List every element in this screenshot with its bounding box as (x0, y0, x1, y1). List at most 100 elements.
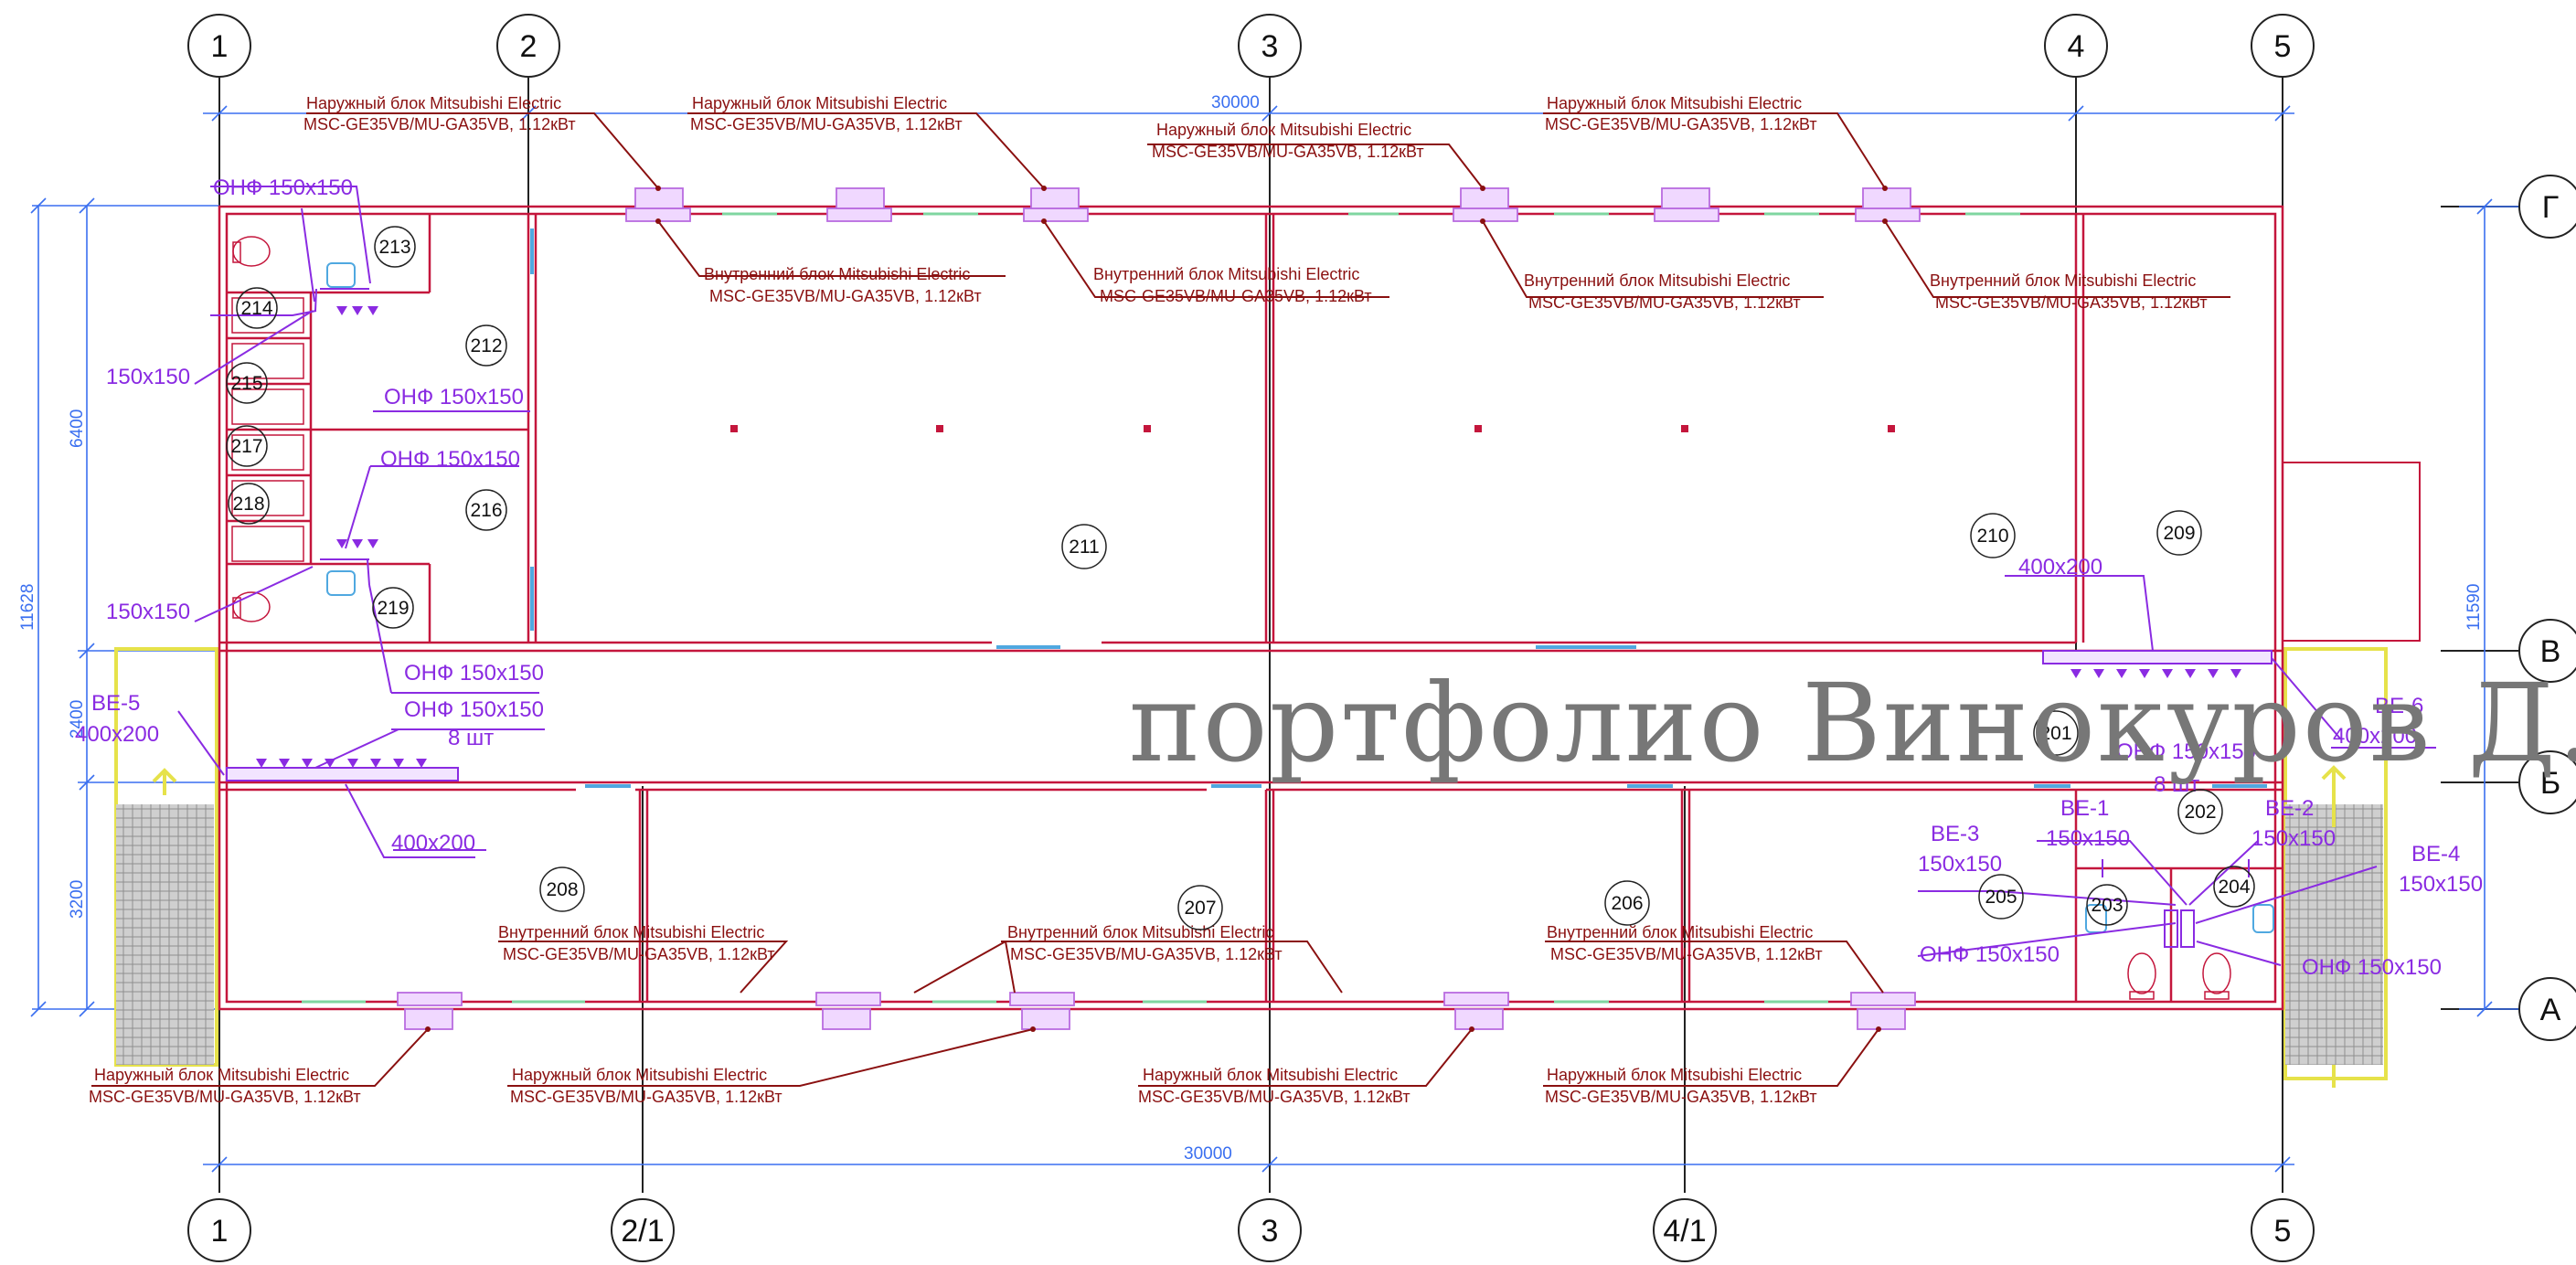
dim-left-total: 11628 (18, 584, 37, 631)
windows (302, 212, 2020, 1004)
ac-units (397, 187, 1921, 1030)
room-number: 213 (378, 237, 410, 258)
vent-be5: ВЕ-5 (91, 691, 140, 716)
ac-indoor-7-title: Внутренний блок Mitsubishi Electric (1547, 923, 1813, 941)
dim-left-upper: 6400 (68, 409, 87, 448)
ac-outdoor-6-title: Наружный блок Mitsubishi Electric (512, 1066, 767, 1084)
vent-duct-left-size: 400х200 (391, 831, 475, 856)
room-number: 202 (2184, 802, 2216, 823)
axis-label-bottom-4: 4/1 (1663, 1214, 1706, 1249)
axis-label-top-3: 3 (1261, 29, 1279, 64)
ac-indoor-6-title: Внутренний блок Mitsubishi Electric (1007, 923, 1273, 941)
vent-be2-size: 150х150 (2251, 826, 2336, 851)
ceiling-markers (730, 425, 1895, 432)
dim-right-total: 11590 (2464, 584, 2484, 631)
vent-onf-2: ОНФ 150х150 (384, 385, 524, 409)
vent-qty-2: 8 шт (2154, 772, 2199, 797)
vent-be3: ВЕ-3 (1931, 822, 1979, 846)
room-number: 206 (1611, 893, 1643, 914)
ac-indoor-1-model: MSC-GE35VB/MU-GA35VB, 1.12кВт (709, 287, 982, 305)
ac-outdoor-1-title: Наружный блок Mitsubishi Electric (306, 94, 561, 112)
ac-outdoor-7-model: MSC-GE35VB/MU-GA35VB, 1.12кВт (1138, 1088, 1410, 1106)
stair-left-arrow (152, 768, 177, 795)
ac-indoor-1-title: Внутренний блок Mitsubishi Electric (704, 265, 970, 283)
ac-outdoor-7-title: Наружный блок Mitsubishi Electric (1143, 1066, 1398, 1084)
vent-duct-right-size: 400х200 (2018, 555, 2102, 579)
room-number: 219 (377, 598, 409, 619)
room-number: 207 (1184, 898, 1216, 919)
ac-outdoor-5-title: Наружный блок Mitsubishi Electric (94, 1066, 349, 1084)
sinks (326, 262, 2274, 933)
ac-indoor-7-model: MSC-GE35VB/MU-GA35VB, 1.12кВт (1550, 945, 1823, 963)
room-number: 211 (1069, 537, 1099, 558)
axis-label-bottom-3: 3 (1261, 1214, 1279, 1249)
ac-indoor-5-model: MSC-GE35VB/MU-GA35VB, 1.12кВт (503, 945, 775, 963)
vent-be4: ВЕ-4 (2411, 842, 2460, 866)
dim-left-mid: 2400 (68, 700, 87, 739)
vent-be3-size: 150х150 (1918, 852, 2002, 877)
vent-onf-8: ОНФ 150х150 (2302, 955, 2442, 980)
vent-be5-size: 400х200 (75, 722, 159, 747)
doors (530, 229, 2267, 788)
room-number: 215 (230, 373, 262, 394)
axis-labels: 1 2 3 4 5 1 2/1 3 4/1 5 Г В Б А (211, 29, 2561, 1249)
vent-ducts (177, 186, 2436, 966)
ac-labels: Наружный блок Mitsubishi Electric MSC-GE… (89, 94, 2208, 1106)
ac-leaders (91, 112, 2230, 1087)
axis-label-top-1: 1 (211, 29, 229, 64)
ac-outdoor-3-title: Наружный блок Mitsubishi Electric (1156, 121, 1411, 139)
ac-outdoor-6-model: MSC-GE35VB/MU-GA35VB, 1.12кВт (510, 1088, 782, 1106)
vent-be6: ВЕ-6 (2375, 694, 2423, 718)
room-number: 201 (2039, 723, 2071, 744)
vent-size-2: 150х150 (106, 600, 190, 624)
stair-right-hatch (2285, 804, 2383, 1065)
axis-label-right-2: В (2540, 634, 2561, 669)
ac-indoor-2-title: Внутренний блок Mitsubishi Electric (1093, 265, 1359, 283)
vent-size-1: 150х150 (106, 365, 190, 389)
ac-outdoor-1-model: MSC-GE35VB/MU-GA35VB, 1.12кВт (303, 115, 576, 133)
ac-indoor-6-model: MSC-GE35VB/MU-GA35VB, 1.12кВт (1010, 945, 1283, 963)
ac-outdoor-5-model: MSC-GE35VB/MU-GA35VB, 1.12кВт (89, 1088, 361, 1106)
ac-outdoor-4-model: MSC-GE35VB/MU-GA35VB, 1.12кВт (1545, 115, 1817, 133)
ac-indoor-5-title: Внутренний блок Mitsubishi Electric (498, 923, 764, 941)
sanitary-fixtures (231, 236, 2231, 1000)
vent-onf-1: ОНФ 150х150 (213, 175, 353, 200)
room-number: 214 (240, 298, 272, 319)
dim-left-lower: 3200 (68, 880, 87, 919)
room-number: 216 (470, 500, 502, 521)
porch-outline (2282, 462, 2421, 642)
ac-indoor-3-title: Внутренний блок Mitsubishi Electric (1524, 271, 1790, 290)
ac-outdoor-3-model: MSC-GE35VB/MU-GA35VB, 1.12кВт (1152, 143, 1424, 161)
vent-onf-4: ОНФ 150х150 (404, 661, 544, 686)
axis-label-bottom-1: 1 (211, 1214, 229, 1249)
watermark: портфолио Винокуров Д.И (1129, 660, 2576, 786)
ac-outdoor-4-title: Наружный блок Mitsubishi Electric (1547, 94, 1802, 112)
vent-be1: ВЕ-1 (2060, 796, 2109, 821)
room-markers (226, 226, 2255, 930)
axis-label-bottom-2: 2/1 (621, 1214, 664, 1249)
axis-label-right-3: Б (2540, 766, 2560, 801)
room-number: 212 (470, 335, 502, 356)
vent-qty-1: 8 шт (448, 726, 494, 750)
axis-bubbles (187, 14, 2576, 1262)
stair-right-arrow (2321, 765, 2347, 1088)
ac-indoor-4-model: MSC-GE35VB/MU-GA35VB, 1.12кВт (1935, 293, 2208, 312)
ac-indoor-2-model: MSC-GE35VB/MU-GA35VB, 1.12кВт (1100, 287, 1372, 305)
ac-leader-arrows (425, 186, 1888, 1032)
vent-onf-6: ОНФ 150х150 (2116, 739, 2256, 764)
ac-outdoor-2-model: MSC-GE35VB/MU-GA35VB, 1.12кВт (690, 115, 963, 133)
axis-label-top-2: 2 (520, 29, 538, 64)
axis-label-right-1: Г (2542, 190, 2559, 225)
dim-bottom: 30000 (1184, 1144, 1232, 1164)
vent-onf-3: ОНФ 150х150 (380, 447, 520, 472)
axis-label-top-5: 5 (2274, 29, 2292, 64)
vent-onf-5: ОНФ 150х150 (404, 697, 544, 722)
diffusers (256, 306, 2241, 768)
vent-be6-size: 400х200 (2333, 724, 2417, 749)
dim-top: 30000 (1211, 93, 1260, 112)
room-number: 204 (2218, 877, 2250, 898)
axis-label-right-4: А (2540, 993, 2561, 1027)
walls (218, 205, 2284, 1011)
ac-indoor-3-model: MSC-GE35VB/MU-GA35VB, 1.12кВт (1528, 293, 1801, 312)
